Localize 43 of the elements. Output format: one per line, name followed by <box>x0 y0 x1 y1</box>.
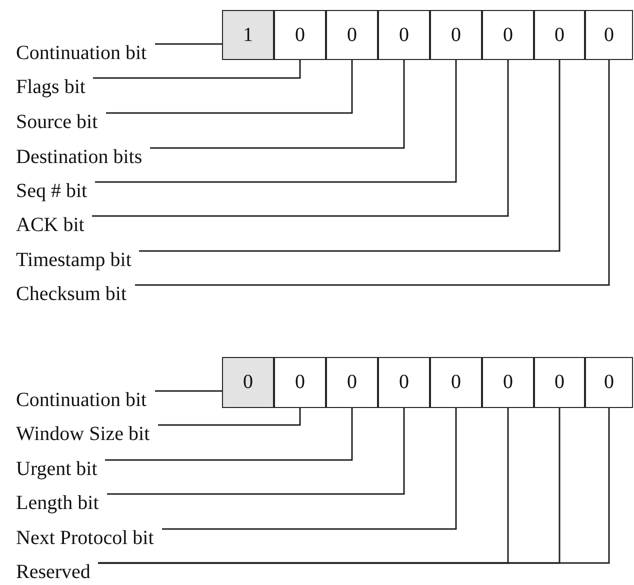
leader-line <box>92 60 509 217</box>
leader-line <box>107 408 405 495</box>
bit-cell: 0 <box>430 357 482 408</box>
bit-cell: 1 <box>222 10 274 60</box>
bit-cell: 0 <box>274 10 326 60</box>
field-label: Urgent bit <box>16 458 98 480</box>
field-label: Length bit <box>16 492 99 514</box>
field-label: Reserved <box>16 561 90 583</box>
bit-cell: 0 <box>534 357 585 408</box>
bit-cell: 0 <box>378 10 430 60</box>
leader-line <box>93 60 301 79</box>
leader-line <box>105 408 353 461</box>
field-label: Flags bit <box>16 76 86 98</box>
field-label: Continuation bit <box>16 389 147 411</box>
field-label: Checksum bit <box>16 283 127 305</box>
field-label: Next Protocol bit <box>16 527 154 549</box>
bit-cell: 0 <box>482 10 534 60</box>
field-label: ACK bit <box>16 214 84 236</box>
field-label: Window Size bit <box>16 423 150 445</box>
leader-line <box>158 408 301 426</box>
leader-line <box>95 60 457 183</box>
bit-cell: 0 <box>326 357 378 408</box>
field-label: Source bit <box>16 111 98 133</box>
leader-line <box>106 60 353 114</box>
leader-line <box>150 60 405 149</box>
bit-cell: 0 <box>222 357 274 408</box>
leader-line <box>162 408 457 530</box>
bit-cell: 0 <box>534 10 585 60</box>
bit-cell: 0 <box>482 357 534 408</box>
field-label: Continuation bit <box>16 42 147 64</box>
bit-cell: 0 <box>378 357 430 408</box>
bit-cell: 0 <box>430 10 482 60</box>
bit-cell: 0 <box>585 10 633 60</box>
field-label: Seq # bit <box>16 180 88 202</box>
field-label: Timestamp bit <box>16 249 132 271</box>
leader-line <box>155 43 222 45</box>
field-label: Destination bits <box>16 146 142 168</box>
leader-line <box>135 60 610 286</box>
leader-line <box>155 390 222 392</box>
bit-cell: 0 <box>274 357 326 408</box>
leader-line <box>139 60 560 252</box>
bit-cell: 0 <box>326 10 378 60</box>
bit-cell: 0 <box>585 357 633 408</box>
